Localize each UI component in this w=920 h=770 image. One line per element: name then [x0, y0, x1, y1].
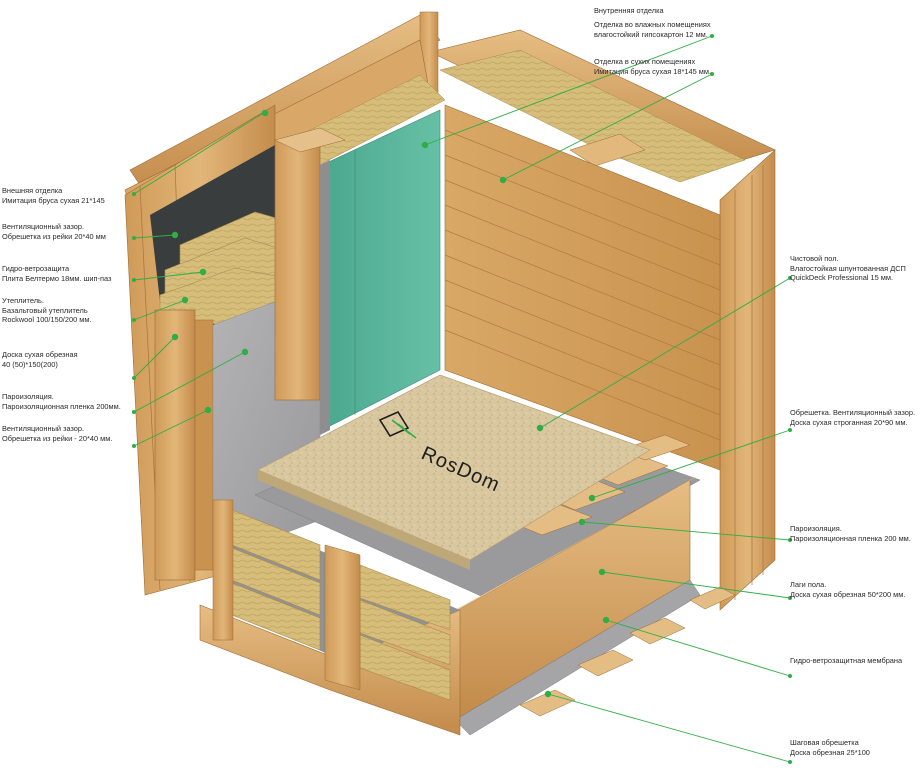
label-membrane: Гидро-ветрозащитная мембрана — [790, 656, 903, 665]
label-lathing-floor: Обрешетка. Вентиляционный зазор. Доска с… — [790, 408, 916, 427]
label-vent-gap-inner: Вентиляционный зазор. Обрешетка из рейки… — [2, 424, 113, 443]
top-insulation-right — [439, 49, 746, 183]
back-inner-wood-panel — [444, 104, 721, 471]
floor-membrane — [454, 579, 701, 736]
step-lathing-boards — [519, 586, 736, 717]
right-outer-wall — [719, 149, 776, 611]
label-dry-rooms: Отделка в сухих помещениях Имитация брус… — [594, 57, 711, 76]
floor-insulation-blocks — [231, 509, 451, 701]
left-stud — [154, 309, 196, 581]
label-joists: Лаги пола. Доска сухая обрезная 50*200 м… — [790, 580, 906, 599]
label-step-lathing: Шаговая обрешетка Доска обрезная 25*100 — [790, 738, 870, 757]
drywall-green — [321, 109, 441, 431]
label-vapor-wall: Пароизоляция. Пароизоляционная пленка 20… — [2, 392, 121, 411]
osb-edge — [258, 470, 470, 570]
floor-joist-mid — [324, 544, 361, 691]
left-front-post — [274, 139, 321, 401]
top-beam-cross — [569, 133, 646, 167]
left-stud-inner — [194, 319, 214, 571]
left-post-top — [274, 127, 346, 153]
label-vapor-floor: Пароизоляция. Пароизоляционная пленка 20… — [790, 524, 911, 543]
label-board: Доска сухая обрезная 40 (50)*150(200) — [2, 350, 78, 369]
label-wet-rooms: Отделка во влажных помещениях влагостойк… — [594, 20, 711, 39]
label-vent-gap-outer: Вентиляционный зазор. Обрешетка из рейки… — [2, 222, 106, 241]
label-outer-finish: Внешняя отделка Имитация бруса сухая 21*… — [2, 186, 105, 205]
label-insulation: Утеплитель. Базальтовый утеплитель Rockw… — [2, 296, 92, 324]
label-wind-barrier: Гидро-ветрозащита Плита Белтермо 18мм. ш… — [2, 264, 112, 283]
drywall-edge — [320, 160, 330, 435]
label-finish-floor: Чистовой пол. Влагостойкая шпунтованная … — [790, 254, 906, 282]
floor-joist-left-end — [212, 499, 234, 641]
label-inner-finish-title: Внутренняя отделка — [594, 6, 664, 15]
